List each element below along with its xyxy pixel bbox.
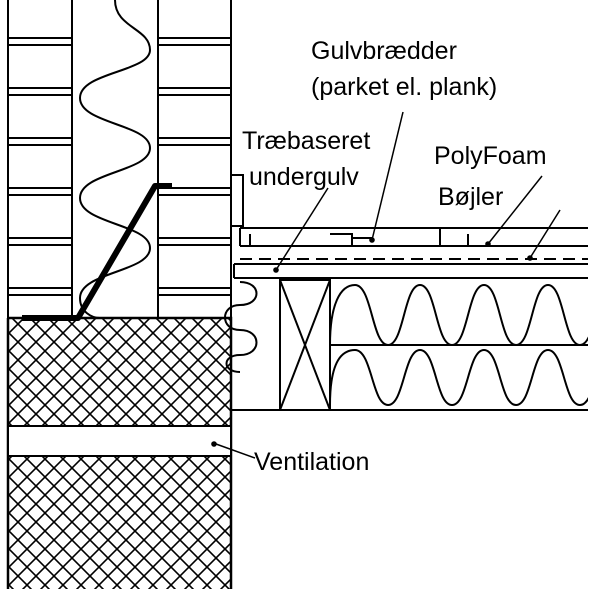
- label-polyfoam: PolyFoam: [434, 142, 547, 170]
- leader-subfloor: [275, 187, 329, 271]
- ventilation-channel: [7, 425, 232, 457]
- leader-polyfoam: [487, 175, 543, 245]
- skirting-board: [231, 174, 244, 227]
- label-ventilation: Ventilation: [254, 448, 369, 476]
- cavity-insulation: [78, 0, 152, 319]
- leader-clips: [529, 209, 561, 259]
- leader-floorboards: [371, 111, 404, 241]
- brick-wall: [7, 0, 232, 318]
- label-floorboards-line2: (parket el. plank): [311, 73, 497, 101]
- leader-ventilation: [215, 443, 256, 459]
- floor-insulation: [330, 283, 588, 407]
- floorboards: [239, 227, 588, 247]
- floor-buildup: [224, 174, 588, 411]
- subfloor-board: [233, 263, 588, 279]
- leader-markers: [211, 237, 533, 447]
- leader-lines: [215, 111, 561, 459]
- label-floorboards-line1: Gulvbrædder: [311, 37, 457, 65]
- label-subfloor-line2: undergulv: [249, 163, 359, 191]
- label-clips: Bøjler: [438, 183, 503, 211]
- foundation: [6, 316, 233, 589]
- label-subfloor-line1: Træbaseret: [242, 127, 370, 155]
